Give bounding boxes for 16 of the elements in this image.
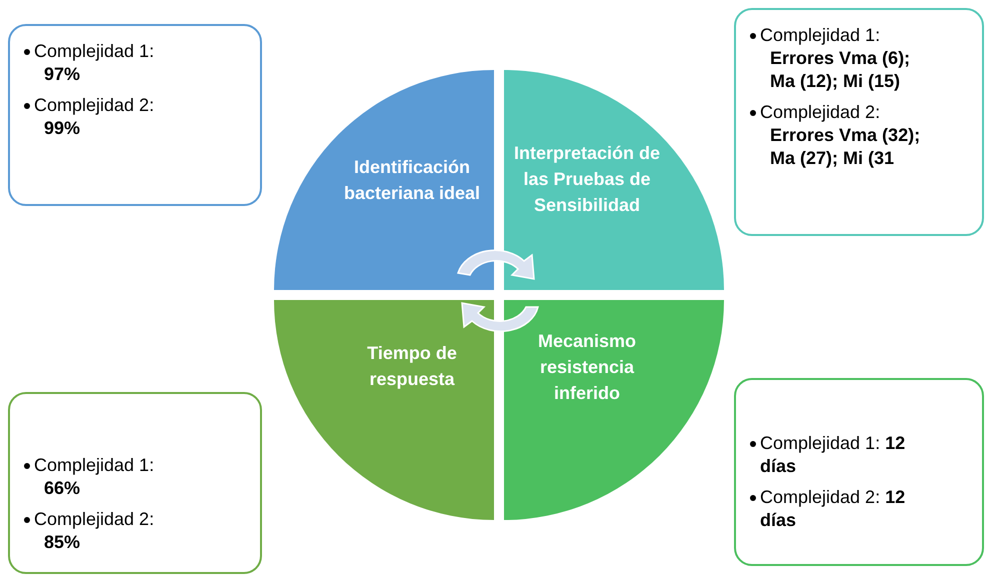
quadrant-label: Interpretación de las Pruebas de Sensibilidad: [512, 142, 662, 217]
info-card: [734, 378, 984, 566]
info-card: [734, 8, 984, 236]
info-card: [8, 392, 262, 574]
bullet-text: Complejidad 2: 99%: [24, 94, 224, 140]
quadrant-label: Tiempo de respuesta: [366, 342, 458, 391]
bullet-text: Complejidad 2: Errores Vma (32); Ma (27); Mi (31: [750, 101, 935, 170]
bullet-text: Complejidad 1: Errores Vma (6); Ma (12); Mi (15): [750, 24, 935, 93]
quadrant-label: Mecanismo resistencia inferido: [536, 330, 638, 405]
bullet-text: Complejidad 2: 85%: [24, 508, 224, 554]
bullet-text: Complejidad 1: 66%: [24, 454, 224, 500]
quadrant-label: Identificación bacteriana ideal: [342, 156, 482, 205]
bullet-text: Complejidad 2: 12 días: [750, 486, 910, 532]
bullet-text: Complejidad 1: 97%: [24, 40, 224, 86]
bullet-text: Complejidad 1: 12 días: [750, 432, 910, 478]
info-card: [8, 24, 262, 206]
